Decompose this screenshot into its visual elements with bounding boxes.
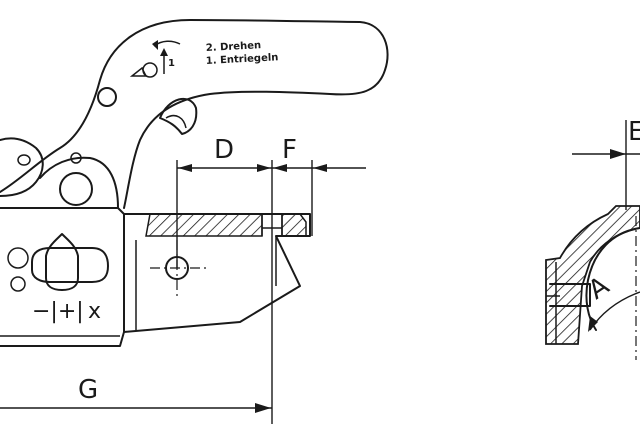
dim-e-label: E [628, 117, 640, 147]
dim-f-label: F [282, 135, 297, 165]
handle-hole [97, 87, 117, 107]
wear-indicator-window [31, 247, 109, 283]
pivot-pin [59, 172, 93, 206]
rotate-arrow-icon [129, 40, 181, 78]
safety-lever [0, 137, 44, 197]
handle-lever [0, 19, 389, 209]
handle-notch [159, 97, 198, 135]
wear-symbol: −|+| [32, 299, 84, 324]
dim-d-label: D [214, 135, 234, 165]
dimension-lines: D F G [0, 135, 366, 424]
stamp-line-1: 2. Drehen [206, 40, 262, 54]
dim-g-label: G [78, 375, 98, 405]
hatched-section [145, 213, 263, 237]
coupling-section-view: E A [545, 117, 640, 360]
stamp-step: 1 [168, 58, 175, 69]
wear-x: x [88, 299, 101, 324]
coupling-side-view: 1 2. Drehen 1. Entriegeln −|+| x [0, 19, 389, 347]
stamp-line-2: 1. Entriegeln [206, 52, 279, 67]
